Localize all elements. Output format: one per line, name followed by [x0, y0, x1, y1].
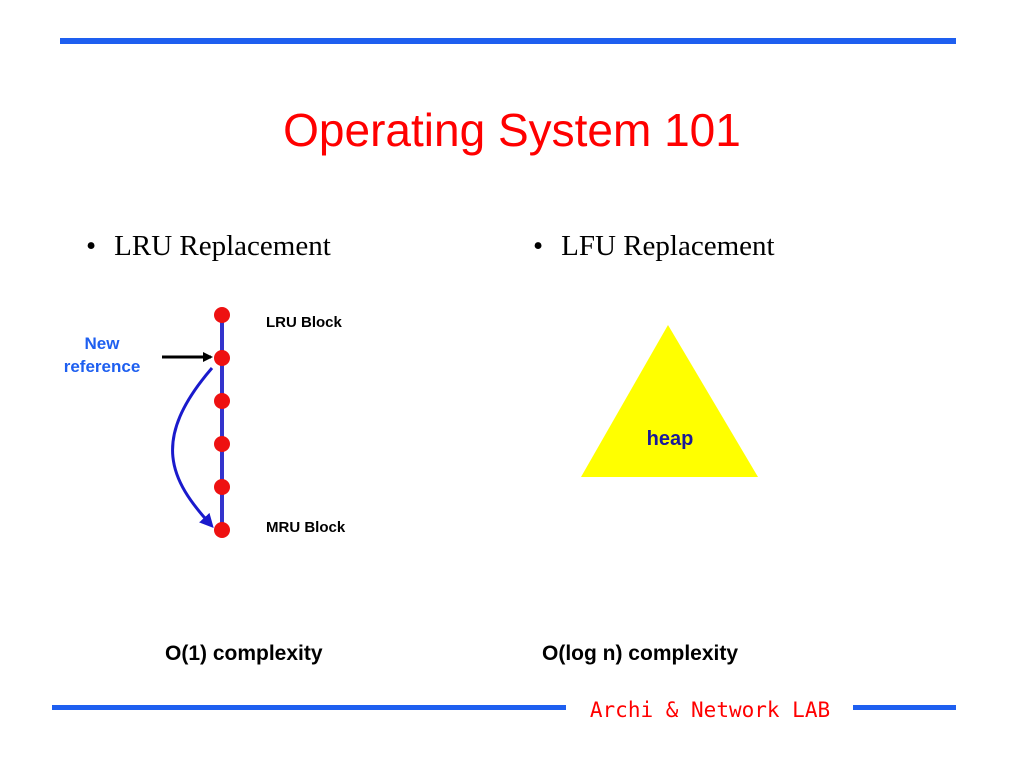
footer-rule-right [853, 705, 956, 710]
new-reference-line-2: reference [63, 357, 141, 376]
lru-node-1 [214, 307, 230, 323]
lru-block-label: LRU Block [266, 314, 342, 331]
bullet-dot-icon: • [86, 230, 97, 262]
lru-node-6 [214, 522, 230, 538]
heap-label: heap [646, 428, 694, 450]
lfu-complexity: O(log n) complexity [542, 642, 739, 665]
bullet-lru: • LRU Replacement [86, 230, 331, 263]
mru-block-label: MRU Block [266, 519, 346, 536]
header-rule [60, 38, 956, 44]
bullet-lfu: • LFU Replacement [533, 230, 775, 263]
lru-complexity: O(1) complexity [165, 642, 323, 665]
heap-triangle [581, 325, 758, 477]
lru-node-3 [214, 393, 230, 409]
move-to-mru-arrow [171, 367, 214, 528]
new-reference-line-1: New [84, 334, 120, 353]
bullet-lru-text: LRU Replacement [114, 230, 331, 262]
footer-rule-left [52, 705, 566, 710]
lru-node-2 [214, 350, 230, 366]
bullet-dot-icon: • [533, 230, 544, 262]
footer-lab-name: Archi & Network LAB [589, 698, 831, 722]
slide-title: Operating System 101 [283, 104, 741, 156]
new-reference-label: New reference [52, 332, 152, 378]
lru-node-5 [214, 479, 230, 495]
bullet-lfu-text: LFU Replacement [561, 230, 775, 262]
lru-node-4 [214, 436, 230, 452]
